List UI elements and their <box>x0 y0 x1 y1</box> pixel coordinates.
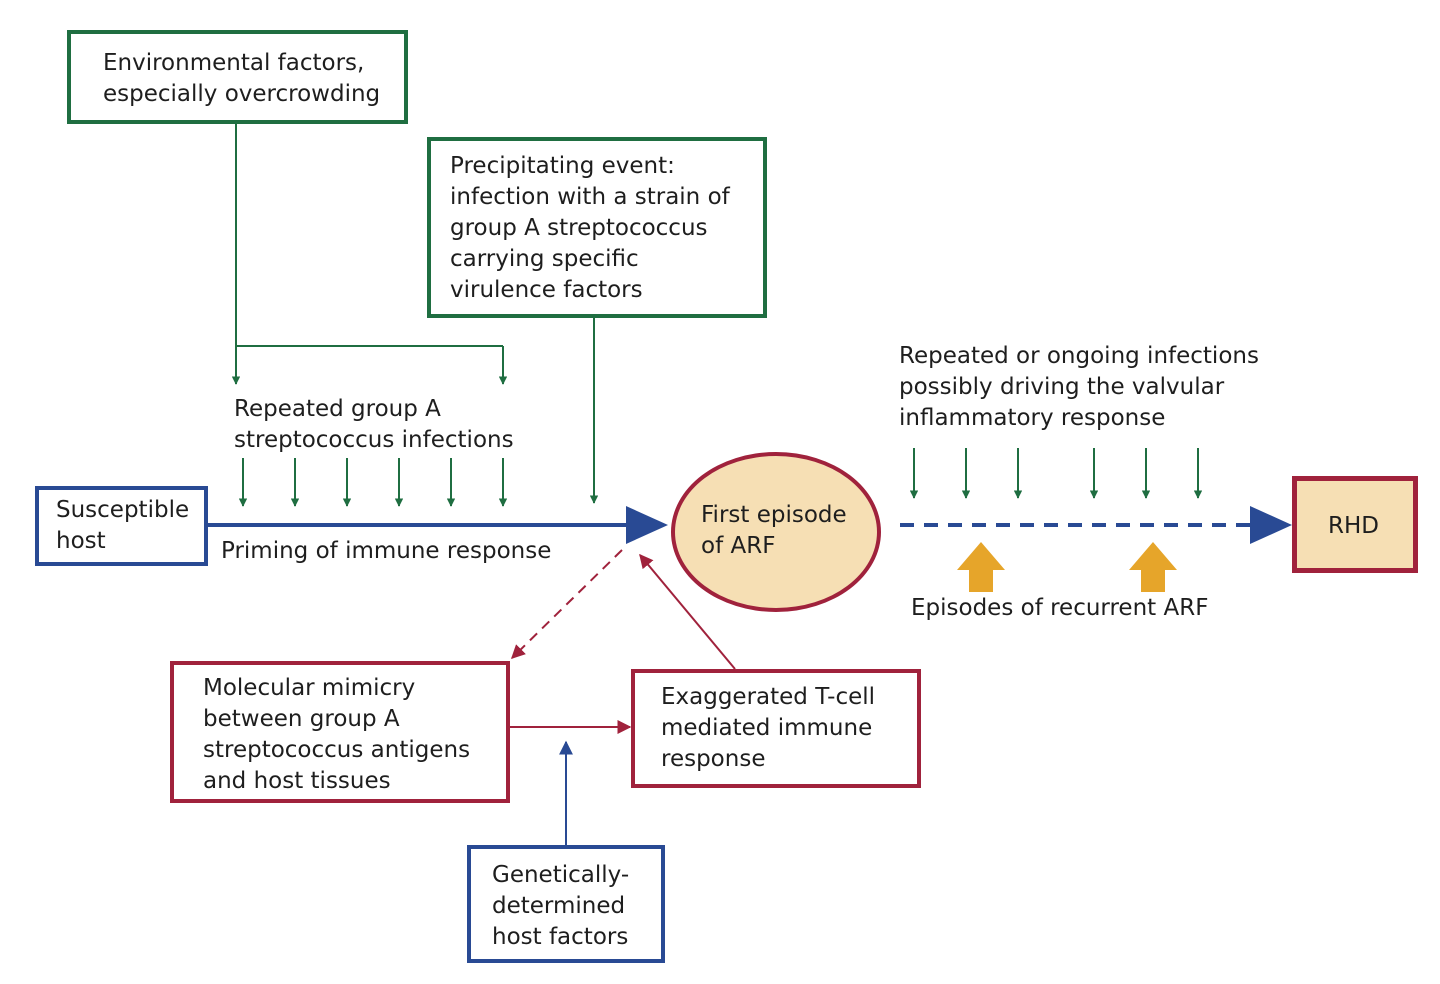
ongoing-infection-arrows <box>909 448 1203 499</box>
t-cell-response-box: Exaggerated T-cell mediated immune respo… <box>631 669 921 788</box>
rhd-box: RHD <box>1292 476 1418 573</box>
genetic-factors-box: Genetically- determined host factors <box>467 845 665 963</box>
first-episode-arf-circle: First episode of ARF <box>671 452 881 612</box>
t-cell-to-arf-arrow <box>639 553 736 670</box>
susceptible-host-box: Susceptible host <box>35 486 208 566</box>
repeated-infections-label: Repeated group A streptococcus infection… <box>234 396 514 453</box>
progression-arrow <box>900 506 1292 544</box>
genetic-factors-text: Genetically- determined host factors <box>492 862 630 950</box>
molecular-mimicry-box: Molecular mimicry between group A strept… <box>170 661 510 803</box>
environmental-factors-text: Environmental factors, especially overcr… <box>103 50 381 107</box>
susceptible-host-text: Susceptible host <box>56 497 190 554</box>
environmental-factors-box: Environmental factors, especially overcr… <box>67 30 408 124</box>
priming-label: Priming of immune response <box>221 538 552 564</box>
precipitating-event-text: Precipitating event: infection with a st… <box>450 153 730 303</box>
environmental-connector <box>231 124 508 385</box>
mimicry-dashed-arrow <box>511 549 623 659</box>
repeated-infection-arrows <box>238 458 508 507</box>
ongoing-infections-label: Repeated or ongoing infections possibly … <box>899 343 1259 431</box>
first-episode-arf-text: First episode of ARF <box>701 502 847 559</box>
rhd-text: RHD <box>1328 513 1379 539</box>
recurrent-arf-arrows <box>957 542 1177 592</box>
t-cell-response-text: Exaggerated T-cell mediated immune respo… <box>661 684 876 772</box>
priming-arrow <box>206 506 668 544</box>
molecular-mimicry-text: Molecular mimicry between group A strept… <box>203 675 471 794</box>
recurrent-arf-label: Episodes of recurrent ARF <box>911 595 1209 621</box>
precipitating-event-box: Precipitating event: infection with a st… <box>427 137 767 318</box>
